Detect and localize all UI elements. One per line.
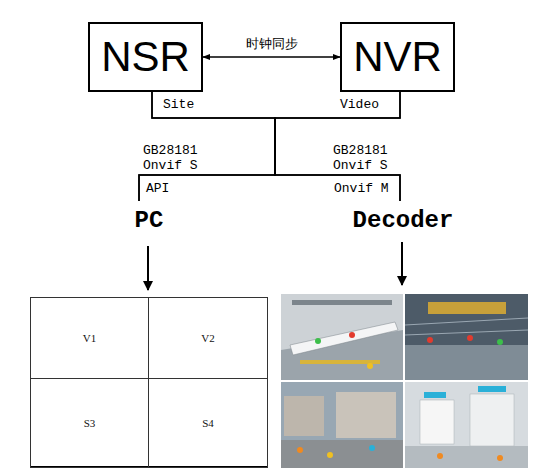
scene-ground [405, 446, 528, 468]
interface-label: Site [163, 97, 213, 112]
scene-marker [497, 339, 503, 345]
scene-marker [369, 445, 375, 451]
edge-label: 时钟同步 [246, 35, 298, 53]
output-arrow [401, 242, 403, 285]
video-window: S4 [148, 378, 268, 468]
node-text: PC [135, 207, 164, 234]
scene-marker [297, 447, 303, 453]
scene-roof [292, 300, 392, 305]
scene-tag [478, 386, 506, 392]
scene-panel [281, 294, 403, 380]
scene-beam [405, 318, 528, 325]
scene-ground [281, 440, 403, 468]
panel-gap [281, 380, 528, 382]
node-text: S4 [202, 417, 214, 429]
scene-building [336, 392, 396, 438]
output-arrow [147, 246, 149, 290]
protocol-label: API [146, 181, 186, 196]
protocol-label: Onvif M [334, 181, 396, 196]
scene-building [420, 400, 454, 444]
scene-marker [467, 335, 473, 341]
scene-building [470, 394, 514, 446]
node-text: NSR [101, 33, 190, 81]
scene-marker [327, 452, 333, 458]
video-window: S3 [30, 378, 149, 468]
connector [275, 92, 400, 201]
video-window: V2 [148, 297, 268, 379]
connector [139, 92, 400, 201]
scene-tag [424, 392, 446, 398]
video-wall-illustration [281, 294, 528, 468]
scene-marker [437, 453, 443, 459]
scene-panel [405, 382, 528, 468]
wall-background [281, 294, 528, 468]
screen-frame [31, 298, 268, 467]
protocol-label: GB28181 Onvif S [333, 143, 395, 173]
scene-marker [497, 455, 503, 461]
scene-line [300, 360, 380, 364]
connector [139, 92, 275, 201]
node-text: S3 [84, 417, 96, 429]
scene-panel [405, 294, 528, 380]
client-label: PC [124, 203, 174, 237]
node-text: V2 [201, 332, 214, 344]
node-text: NVR [353, 33, 442, 81]
node-text: V1 [83, 332, 96, 344]
scene-marker [315, 338, 321, 344]
node-text: Decoder [353, 207, 454, 234]
scene-panel [281, 382, 403, 468]
scene-marker [427, 337, 433, 343]
scene-building [284, 396, 324, 436]
scene-train [290, 322, 398, 355]
scene-marker [367, 363, 373, 369]
interface-label: Video [340, 97, 390, 112]
recorder-box: NVR [340, 22, 455, 92]
video-window: V1 [30, 297, 149, 379]
scene-floor [405, 345, 528, 380]
scene-banner [428, 302, 506, 314]
server-box: NSR [88, 22, 203, 92]
scene-marker [349, 332, 355, 338]
protocol-label: GB28181 Onvif S [143, 143, 205, 173]
connector [203, 56, 340, 58]
scene-beam [405, 330, 528, 335]
decoder-label: Decoder [350, 203, 456, 237]
